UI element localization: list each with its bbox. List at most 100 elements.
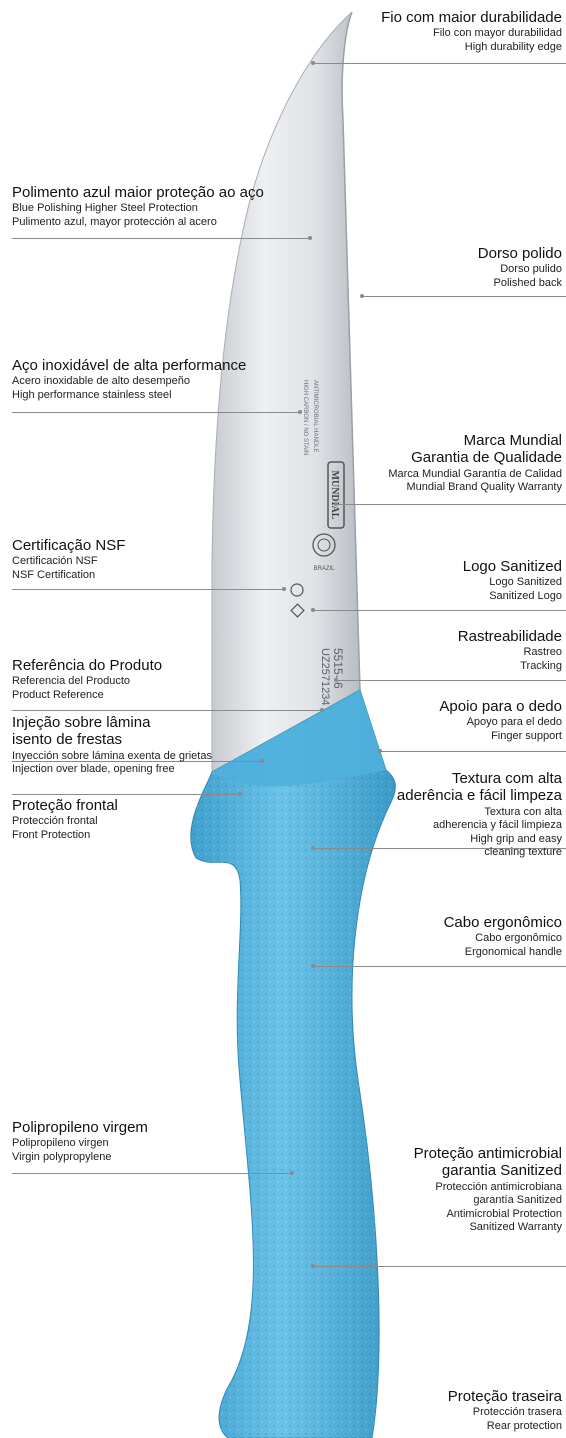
- nsf-logo: [290, 583, 304, 597]
- callout-finger-en: Finger support: [491, 729, 562, 742]
- callout-rear-en: Rear protection: [486, 1419, 562, 1432]
- callout-trace-en: Tracking: [520, 659, 562, 672]
- callout-back-en: Polished back: [493, 276, 563, 289]
- callout-texture-es-2: adherencia y fácil limpieza: [432, 819, 562, 832]
- callout-ref-title: Referência do Produto: [12, 657, 163, 674]
- anchor-inject: [260, 759, 264, 763]
- callout-ref-es: Referencia del Producto: [12, 675, 131, 688]
- leader-nsf: [12, 589, 284, 590]
- callout-steel: Aço inoxidável de alta performance Acero…: [12, 357, 246, 402]
- callout-texture-es-1: Textura con alta: [484, 805, 562, 818]
- callout-finger: Apoio para o dedo Apoyo para el dedo Fin…: [439, 698, 562, 743]
- leader-steel: [12, 412, 300, 413]
- mundial-emblem: BRAZIL: [312, 533, 336, 572]
- callout-trace-es: Rastreo: [523, 646, 562, 659]
- callout-brand-title-2: Garantia de Qualidade: [411, 449, 562, 467]
- callout-steel-title: Aço inoxidável de alta performance: [12, 357, 247, 374]
- leader-antimicro: [313, 1266, 566, 1267]
- callout-polish-title: Polimento azul maior proteção ao aço: [12, 184, 264, 201]
- serial-marking: UZ2571234 5 5515- 6: [319, 648, 345, 715]
- callout-nsf-es: Certificación NSF: [12, 555, 98, 568]
- callout-rear: Proteção traseira Protección trasera Rea…: [448, 1388, 562, 1433]
- callout-sanitized: Logo Sanitized Logo Sanitized Sanitized …: [463, 558, 562, 603]
- anchor-pp: [290, 1171, 294, 1175]
- callout-inject: Injeção sobre lâmina isento de frestas I…: [12, 714, 212, 776]
- callout-brand: Marca Mundial Garantia de Qualidade Marc…: [388, 432, 562, 494]
- anchor-front: [238, 792, 242, 796]
- leader-finger: [380, 751, 566, 752]
- leader-inject: [12, 761, 262, 762]
- callout-antimicro-title-1: Proteção antimicrobial: [413, 1145, 562, 1162]
- callout-edge-es: Filo con mayor durabilidad: [432, 27, 562, 40]
- callout-sanitized-title: Logo Sanitized: [462, 558, 562, 575]
- callout-texture-en-2: cleaning texture: [484, 846, 562, 859]
- callout-finger-title: Apoio para o dedo: [439, 698, 562, 715]
- callout-back-title: Dorso polido: [477, 245, 562, 262]
- callout-texture-title-1: Textura com alta: [451, 770, 562, 787]
- serial-text: UZ2571234 5: [319, 648, 331, 715]
- finger-support: [212, 690, 386, 787]
- steel-etch-text-1: HIGH CARBON / NO STAIN: [302, 380, 308, 455]
- callout-nsf: Certificação NSF Certificación NSF NSF C…: [12, 537, 125, 582]
- callout-rear-es: Protección trasera: [472, 1406, 562, 1419]
- anchor-finger: [378, 749, 382, 753]
- leader-edge: [313, 63, 566, 64]
- callout-finger-es: Apoyo para el dedo: [466, 716, 562, 729]
- callout-pp: Polipropileno virgem Polipropileno virge…: [12, 1119, 148, 1164]
- callout-front: Proteção frontal Protección frontal Fron…: [12, 797, 118, 842]
- callout-brand-title-1: Marca Mundial: [463, 432, 562, 449]
- callout-antimicro-es-1: Protección antimicrobiana: [435, 1180, 562, 1193]
- brand-logo: MUNDIAL: [327, 461, 345, 529]
- leader-brand: [336, 504, 566, 505]
- sanitized-logo: [290, 603, 305, 618]
- blade-spine: [341, 11, 361, 691]
- callout-texture-en-1: High grip and easy: [470, 832, 562, 845]
- callout-antimicro-en-2: Sanitized Warranty: [469, 1221, 562, 1234]
- callout-trace: Rastreabilidade Rastreo Tracking: [458, 628, 562, 673]
- callout-ergo-title: Cabo ergonômico: [443, 914, 562, 931]
- callout-back-es: Dorso pulido: [500, 263, 562, 276]
- callout-ergo-es: Cabo ergonômico: [475, 932, 562, 945]
- anchor-ref: [320, 708, 324, 712]
- callout-inject-title-1: Injeção sobre lâmina: [12, 714, 151, 731]
- callout-front-title: Proteção frontal: [12, 797, 118, 814]
- anchor-antimicro: [311, 1264, 315, 1268]
- callout-antimicro-es-2: garantía Sanitized: [473, 1194, 562, 1207]
- country-text: BRAZIL: [313, 566, 335, 572]
- callout-nsf-title: Certificação NSF: [12, 537, 126, 554]
- callout-brand-en: Mundial Brand Quality Warranty: [406, 481, 563, 494]
- anchor-back: [360, 294, 364, 298]
- steel-etch-text-2: ANTIMICROBIAL HANDLE: [312, 380, 318, 452]
- anchor-texture: [311, 846, 315, 850]
- leader-sanitized: [313, 610, 566, 611]
- leader-ref: [12, 710, 322, 711]
- callout-polish-en: Blue Polishing Higher Steel Protection: [12, 202, 198, 215]
- leader-trace: [336, 680, 566, 681]
- callout-nsf-en: NSF Certification: [12, 568, 96, 581]
- callout-rear-title: Proteção traseira: [447, 1388, 562, 1405]
- leader-back: [362, 296, 566, 297]
- callout-pp-title: Polipropileno virgem: [12, 1119, 148, 1136]
- callout-edge-en: High durability edge: [464, 40, 562, 53]
- leader-front: [12, 794, 240, 795]
- callout-ref: Referência do Produto Referencia del Pro…: [12, 657, 162, 702]
- callout-front-es: Protección frontal: [12, 815, 98, 828]
- anchor-edge: [311, 61, 315, 65]
- callout-brand-es: Marca Mundial Garantía de Calidad: [388, 467, 562, 480]
- callout-inject-en: Injection over blade, opening free: [12, 763, 175, 776]
- callout-steel-en: High performance stainless steel: [12, 388, 172, 401]
- callout-edge: Fio com maior durabilidade Filo con mayo…: [381, 9, 562, 54]
- callout-edge-title: Fio com maior durabilidade: [381, 9, 562, 26]
- callout-antimicro: Proteção antimicrobial garantia Sanitize…: [414, 1145, 562, 1234]
- callout-pp-es: Polipropileno virgen: [12, 1137, 109, 1150]
- anchor-ergo: [311, 964, 315, 968]
- callout-antimicro-en-1: Antimicrobial Protection: [446, 1207, 562, 1220]
- callout-trace-title: Rastreabilidade: [457, 628, 562, 645]
- callout-inject-title-2: isento de frestas: [12, 731, 123, 749]
- callout-texture: Textura com alta aderência e fácil limpe…: [397, 770, 562, 859]
- leader-ergo: [313, 966, 566, 967]
- callout-sanitized-en: Sanitized Logo: [489, 589, 562, 602]
- callout-inject-es: Inyección sobre lámina exenta de grietas: [12, 749, 212, 762]
- callout-polish-es: Pulimento azul, mayor protección al acer…: [12, 215, 217, 228]
